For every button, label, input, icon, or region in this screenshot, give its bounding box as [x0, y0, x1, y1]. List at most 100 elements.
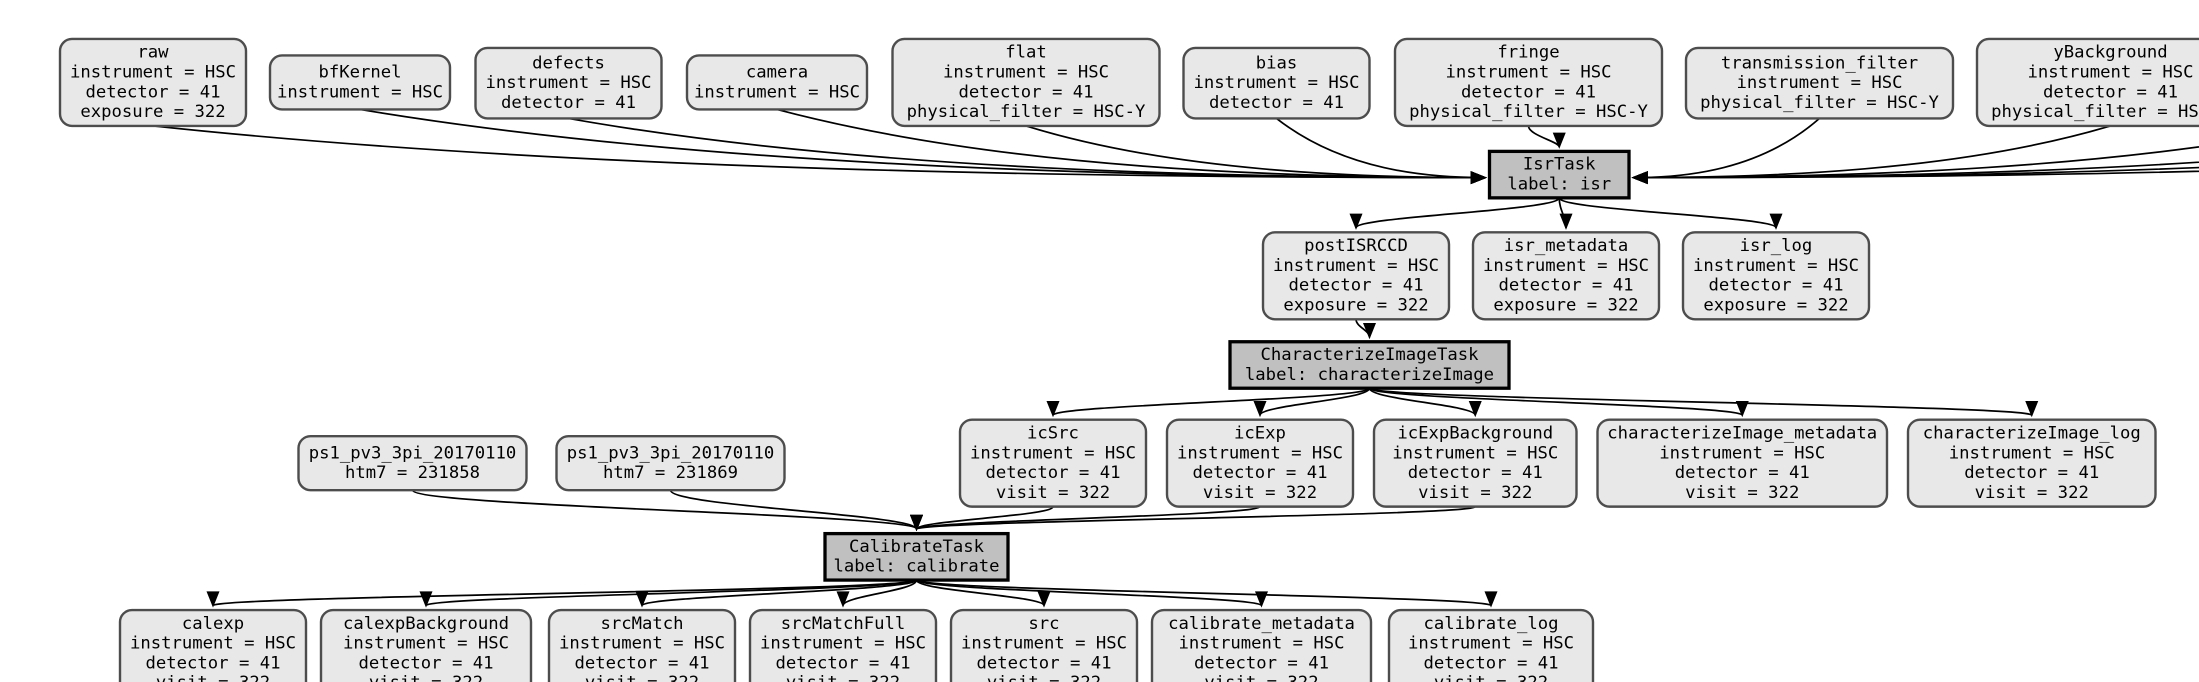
node-shape — [1165, 418, 1355, 508]
node-dimension: instrument = HSC — [343, 634, 509, 654]
arrowhead-IsrTask-to-isr_metadata — [1559, 213, 1573, 230]
node-dimension: visit = 322 — [1434, 673, 1548, 682]
node-dimension: detector = 41 — [1424, 653, 1559, 673]
node-dimension: htm7 = 231869 — [603, 463, 738, 483]
node-dimension: detector = 41 — [1461, 82, 1596, 102]
edge-CharacterizeImageTask-to-icExp — [1259, 387, 1371, 417]
node-title: fringe — [1497, 43, 1559, 63]
node-dimension: instrument = HSC — [485, 73, 651, 93]
edge-CalibrateTask-to-srcMatch — [641, 579, 918, 607]
node-dimension: exposure = 322 — [80, 102, 225, 122]
node-dimension: visit = 322 — [786, 673, 900, 682]
node-dimension: detector = 41 — [1709, 276, 1844, 296]
node-dimension: detector = 41 — [1289, 276, 1424, 296]
node-dimension: detector = 41 — [1499, 276, 1634, 296]
node-dimension: instrument = HSC — [1408, 634, 1574, 654]
node-dimension: physical_filter = HSC-Y — [1991, 102, 2199, 122]
edge-CalibrateTask-to-calexpBackground — [425, 579, 918, 607]
node-title: calexpBackground — [343, 614, 509, 634]
node-dimension: instrument = HSC — [1445, 63, 1611, 83]
node-shape — [1393, 37, 1664, 128]
node-title: icExp — [1234, 423, 1286, 443]
node-dimension: htm7 = 231858 — [345, 463, 480, 483]
edge-ps1_b-to-CalibrateTask — [669, 489, 918, 530]
arrowhead-CharacterizeImageTask-to-icExpBackground — [1468, 400, 1482, 418]
edge-IsrTask-to-isr_log — [1558, 197, 1777, 229]
node-shape — [118, 608, 308, 682]
node-dimension: detector = 41 — [1209, 93, 1344, 113]
node-dimension: label: calibrate — [833, 557, 999, 577]
node-dimension: instrument = HSC — [559, 634, 725, 654]
node-title: icExpBackground — [1397, 423, 1553, 443]
node-dimension: instrument = HSC — [970, 443, 1136, 463]
node-title: icSrc — [1027, 423, 1079, 443]
node-dimension: instrument = HSC — [1392, 443, 1558, 463]
node-dimension: exposure = 322 — [1283, 295, 1428, 315]
edge-flat-to-IsrTask — [1025, 125, 1486, 179]
node-dimension: instrument = HSC — [1693, 256, 1859, 276]
node-dimension: physical_filter = HSC-Y — [907, 102, 1146, 122]
node-dimension: label: characterizeImage — [1245, 365, 1494, 385]
edge-layer — [152, 108, 2199, 608]
arrowhead-IsrTask-to-postISRCCD — [1349, 213, 1363, 230]
arrowhead-CalibrateTask-to-calibrate_log — [1484, 591, 1498, 608]
edge-CharacterizeImageTask-to-characterizeImage_log — [1368, 387, 2033, 417]
arrowhead-CalibrateTask-to-srcMatch — [635, 591, 649, 608]
node-title: CharacterizeImageTask — [1261, 345, 1480, 365]
node-dimension: detector = 41 — [501, 93, 636, 113]
node-dimension: exposure = 322 — [1493, 295, 1638, 315]
node-dimension: detector = 41 — [2043, 82, 2178, 102]
node-dimension: instrument = HSC — [943, 63, 1109, 83]
node-dimension: physical_filter = HSC-Y — [1700, 93, 1939, 113]
node-shape — [1372, 418, 1578, 508]
arrowhead-postISRCCD-to-CharacterizeImageTask — [1362, 323, 1377, 340]
node-shape — [1228, 340, 1511, 390]
node-dimension: instrument = HSC — [130, 634, 296, 654]
node-title: isr_metadata — [1504, 236, 1629, 256]
edge-CalibrateTask-to-src — [915, 579, 1045, 607]
node-dimension: instrument = HSC — [1659, 443, 1825, 463]
node-shape — [685, 54, 869, 111]
node-shape — [1681, 231, 1871, 321]
node-dimension: instrument = HSC — [70, 63, 236, 83]
node-shape — [823, 531, 1010, 582]
node-dimension: visit = 322 — [369, 673, 483, 682]
node-shape — [1150, 608, 1373, 682]
node-title: IsrTask — [1523, 155, 1596, 175]
node-shape — [319, 608, 533, 682]
node-shape — [958, 418, 1148, 508]
node-dimension: detector = 41 — [359, 653, 494, 673]
node-dimension: visit = 322 — [156, 673, 270, 682]
arrowhead-CalibrateTask-to-calexp — [206, 591, 220, 608]
